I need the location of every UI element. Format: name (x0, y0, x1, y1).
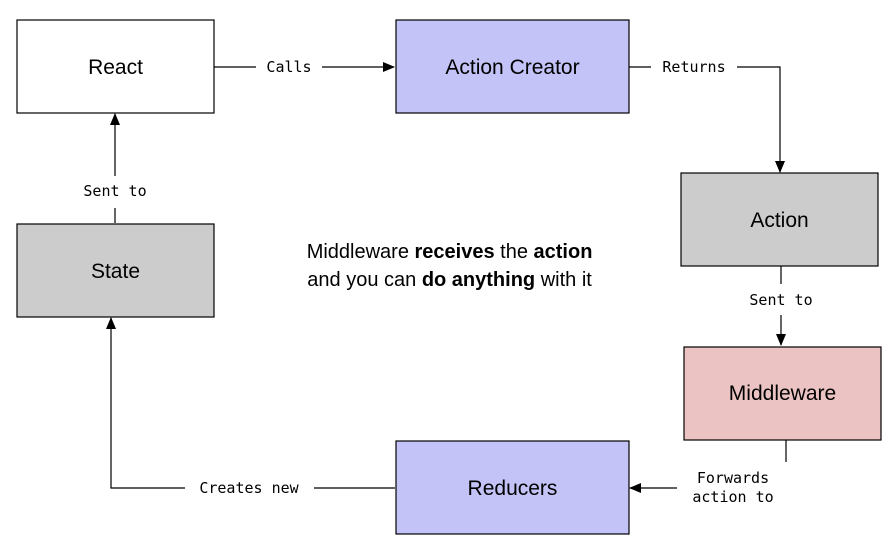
edge-action-sent-to: Sent to (749, 266, 813, 346)
note-line1-receives: receives (415, 241, 495, 263)
node-reducers: Reducers (395, 440, 630, 535)
node-action-box (680, 172, 879, 267)
node-middleware-box (683, 346, 882, 441)
note-line2-do-anything: do anything (422, 269, 535, 291)
node-react: React (16, 19, 215, 114)
edge-returns: Returns (629, 58, 785, 173)
node-react-box (16, 19, 215, 114)
edge-label-creates-new: Creates new (199, 479, 299, 497)
node-action-creator-label: Action Creator (445, 56, 579, 79)
edge-label-state-sent-to: Sent to (83, 182, 146, 200)
edge-label-returns: Returns (662, 58, 725, 76)
note-line2-part-c: with it (535, 269, 592, 291)
node-middleware-label: Middleware (729, 382, 836, 405)
node-action-creator-box (395, 19, 630, 114)
node-reducers-label: Reducers (468, 477, 558, 500)
node-state-box (16, 223, 215, 318)
middleware-note: Middleware receives the action and you c… (268, 241, 620, 291)
note-line-1: Middleware receives the action (268, 241, 620, 263)
note-line-2: and you can do anything with it (268, 269, 619, 291)
edge-forwards: Forwards action to (629, 440, 787, 506)
note-line1-part-c: the (495, 241, 534, 263)
node-middleware: Middleware (683, 346, 882, 441)
edge-label-forwards-line2: action to (692, 488, 773, 506)
edge-calls: Calls (214, 58, 395, 76)
node-action-creator: Action Creator (395, 19, 630, 114)
note-line2-part-a: and you can (307, 269, 422, 291)
note-line1-part-a: Middleware (307, 241, 415, 263)
edge-label-action-sent-to: Sent to (749, 291, 812, 309)
node-reducers-box (395, 440, 630, 535)
edge-creates-new: Creates new (106, 317, 395, 497)
edge-label-forwards-line1: Forwards (697, 469, 769, 487)
node-state: State (16, 223, 215, 318)
node-state-label: State (91, 260, 140, 283)
node-action-label: Action (750, 209, 808, 232)
edge-label-calls: Calls (266, 58, 311, 76)
node-action: Action (680, 172, 879, 267)
note-line1-action: action (534, 241, 593, 263)
edge-state-sent-to: Sent to (83, 113, 147, 223)
node-react-label: React (88, 56, 143, 79)
